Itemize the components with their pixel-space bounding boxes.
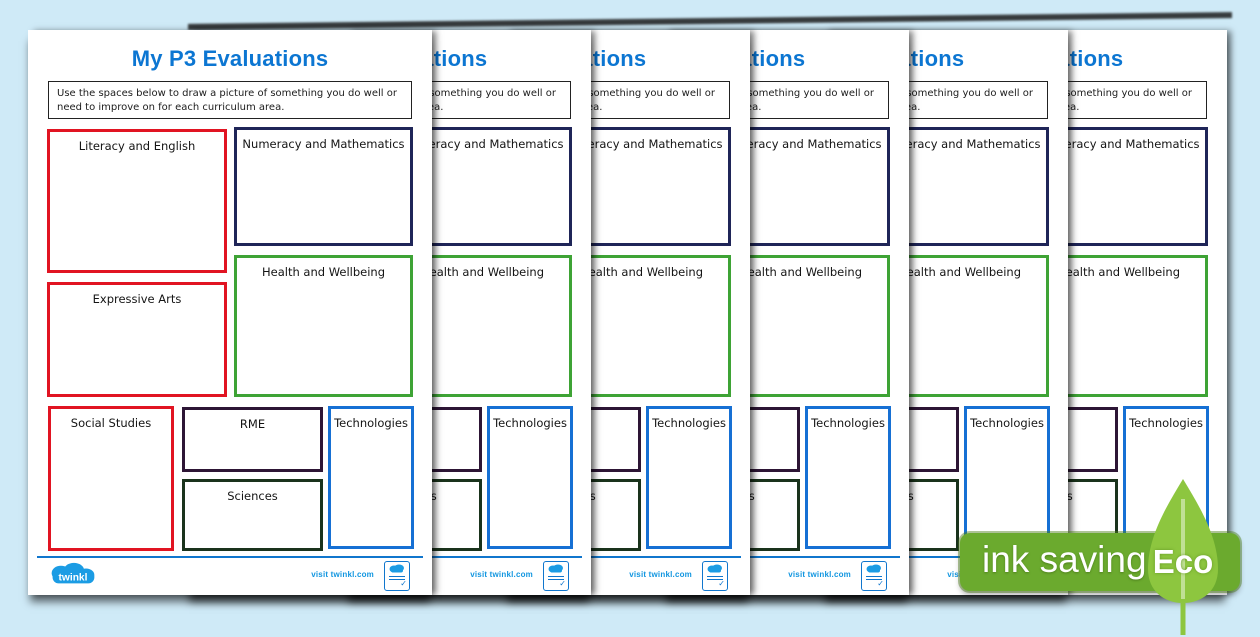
curriculum-box-social-studies: Social Studies — [48, 406, 174, 551]
curriculum-box-label: Numeracy and Mathematics — [1037, 137, 1200, 151]
curriculum-box-label: Numeracy and Mathematics — [401, 137, 564, 151]
curriculum-box-technologies: Technologies — [487, 406, 573, 549]
curriculum-box-label: Sciences — [227, 489, 278, 503]
curriculum-box-label: Literacy and English — [78, 139, 196, 153]
instructions-box: Use the spaces below to draw a picture o… — [48, 81, 412, 119]
visit-twinkl-text: visit twinkl.com — [470, 570, 533, 579]
curriculum-box-label: Health and Wellbeing — [261, 265, 386, 279]
curriculum-box-label: Numeracy and Mathematics — [719, 137, 882, 151]
visit-twinkl-text: visit twinkl.com — [311, 570, 374, 579]
visit-twinkl-text: visit twinkl.com — [788, 570, 851, 579]
curriculum-box-label: Technologies — [493, 416, 567, 430]
curriculum-box-label: RME — [239, 417, 266, 431]
check-icon: ✓ — [559, 579, 566, 588]
curriculum-box-technologies: Technologies — [328, 406, 414, 549]
curriculum-box-rme: RME — [182, 407, 323, 472]
curriculum-box-label: Health and Wellbeing — [738, 265, 863, 279]
curriculum-box-label: Numeracy and Mathematics — [878, 137, 1041, 151]
curriculum-box-sciences: Sciences — [182, 479, 323, 551]
curriculum-box-label: Expressive Arts — [92, 292, 182, 306]
instructions-text: Use the spaces below to draw a picture o… — [57, 88, 397, 113]
check-icon: ✓ — [877, 579, 884, 588]
worksheet-page: My P3 Evaluations Use the spaces below t… — [28, 30, 432, 595]
quality-check-badge: ✓ — [702, 561, 728, 591]
curriculum-box-label: Technologies — [1129, 416, 1203, 430]
curriculum-box-label: Numeracy and Mathematics — [560, 137, 723, 151]
curriculum-box-expressive-arts: Expressive Arts — [47, 282, 227, 397]
twinkl-cloud-mini-icon — [707, 564, 722, 573]
curriculum-box-numeracy-and-mathematics: Numeracy and Mathematics — [234, 127, 413, 246]
twinkl-logo: twinkl — [51, 562, 95, 584]
twinkl-cloud-icon — [51, 562, 95, 584]
twinkl-cloud-mini-icon — [389, 564, 404, 573]
curriculum-box-technologies: Technologies — [964, 406, 1050, 549]
stack-edge-shadow — [187, 12, 1233, 30]
check-icon: ✓ — [718, 579, 725, 588]
quality-check-badge: ✓ — [861, 561, 887, 591]
curriculum-box-technologies: Technologies — [805, 406, 891, 549]
footer-rule — [37, 556, 423, 558]
curriculum-box-label: Health and Wellbeing — [1056, 265, 1181, 279]
curriculum-box-label: Health and Wellbeing — [579, 265, 704, 279]
curriculum-box-technologies: Technologies — [646, 406, 732, 549]
curriculum-box-label: Numeracy and Mathematics — [242, 137, 405, 151]
quality-check-badge: ✓ — [543, 561, 569, 591]
twinkl-logo-text: twinkl — [59, 573, 88, 584]
curriculum-box-literacy-and-english: Literacy and English — [47, 129, 227, 273]
curriculum-box-label: Social Studies — [70, 416, 152, 430]
curriculum-box-label: Technologies — [334, 416, 408, 430]
ink-saving-eco-badge: ink saving Eco — [960, 479, 1240, 635]
ink-saving-label: ink saving — [982, 539, 1147, 580]
twinkl-cloud-mini-icon — [866, 564, 881, 573]
curriculum-box-label: Technologies — [652, 416, 726, 430]
check-icon: ✓ — [400, 579, 407, 588]
curriculum-box-label: Technologies — [970, 416, 1044, 430]
curriculum-box-label: Health and Wellbeing — [897, 265, 1022, 279]
twinkl-cloud-mini-icon — [548, 564, 563, 573]
visit-twinkl-text: visit twinkl.com — [629, 570, 692, 579]
curriculum-box-label: Health and Wellbeing — [420, 265, 545, 279]
curriculum-box-label: Technologies — [811, 416, 885, 430]
curriculum-box-health-and-wellbeing: Health and Wellbeing — [234, 255, 413, 397]
quality-check-badge: ✓ — [384, 561, 410, 591]
eco-label: Eco — [1152, 543, 1214, 580]
page-title: My P3 Evaluations — [131, 46, 329, 71]
